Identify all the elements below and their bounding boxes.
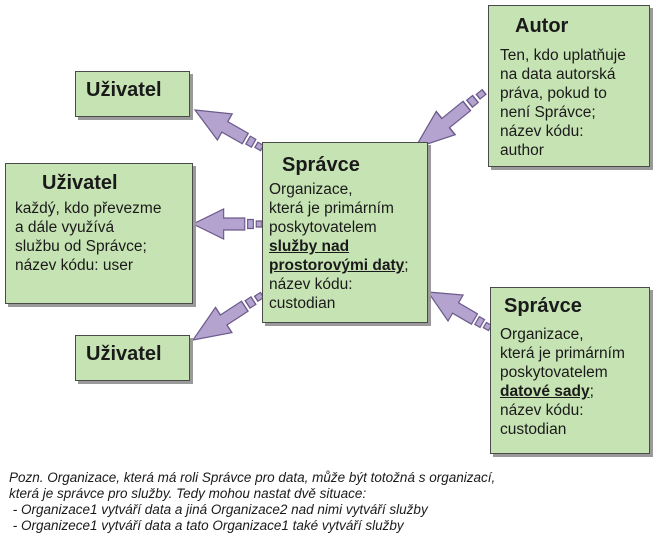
arrow-spravce-to-uzivatel-mid xyxy=(192,208,263,240)
spravce-sluzby-description: Organizace, která je primárním poskytova… xyxy=(269,180,429,313)
autor-line: není Správce; xyxy=(500,104,596,121)
uzivatel-bottom-title: Uživatel xyxy=(86,343,162,365)
uzivatel-line: každý, kdo převezme xyxy=(15,200,162,217)
spravce-data-highlight: datové sady xyxy=(500,383,590,400)
spravce-data-line: název kódu: xyxy=(500,402,584,419)
spravce-highlight: služby nad xyxy=(269,238,350,255)
spravce-data-title: Správce xyxy=(504,295,582,317)
autor-description: Ten, kdo uplatňuje na data autorská práv… xyxy=(500,46,626,160)
autor-line: práva, pokud to xyxy=(500,85,607,102)
autor-line: název kódu: xyxy=(500,123,584,140)
autor-line: Ten, kdo uplatňuje xyxy=(500,47,626,64)
spravce-data-line: poskytovatelem xyxy=(500,364,608,381)
spravce-data-line: Organizace, xyxy=(500,326,584,343)
uzivatel-description: každý, kdo převezme a dále využívá služb… xyxy=(15,199,161,275)
arrow-spravce-data-to-spravce xyxy=(419,278,499,342)
autor-title: Autor xyxy=(515,15,569,37)
uzivatel-middle-box: Uživatel každý, kdo převezme a dále využ… xyxy=(5,163,193,304)
spravce-sluzby-title: Správce xyxy=(282,154,360,176)
note-text: Pozn. Organizace, která má roli Správce … xyxy=(9,470,649,534)
spravce-line: která je primárním xyxy=(269,200,394,217)
spravce-data-description: Organizace, která je primárním poskytova… xyxy=(500,325,625,439)
arrow-spravce-to-uzivatel-bot xyxy=(184,281,271,354)
uzivatel-line: název kódu: user xyxy=(15,257,134,274)
uzivatel-line: a dále využívá xyxy=(15,219,115,236)
arrow-spravce-to-uzivatel-top xyxy=(186,96,271,162)
uzivatel-middle-title: Uživatel xyxy=(42,172,118,194)
note-line: - Organizace1 vytváří data a jiná Organi… xyxy=(9,502,428,517)
autor-line: author xyxy=(500,142,544,159)
spravce-line: ; xyxy=(404,257,409,274)
note-line: Pozn. Organizace, která má roli Správce … xyxy=(9,470,496,485)
spravce-line: Organizace, xyxy=(269,181,353,198)
uzivatel-bottom-box: Uživatel xyxy=(75,335,190,381)
spravce-data-line: ; xyxy=(589,383,594,400)
uzivatel-top-box: Uživatel xyxy=(75,71,190,117)
uzivatel-top-title: Uživatel xyxy=(86,79,162,101)
spravce-data-line: která je primárním xyxy=(500,345,625,362)
note-line: která je správce pro služby. Tedy mohou … xyxy=(9,486,367,501)
note-line: - Organizece1 vytváří data a tato Organi… xyxy=(9,518,404,533)
spravce-highlight: prostorovými daty xyxy=(269,257,405,274)
spravce-data-line: custodian xyxy=(500,421,567,438)
uzivatel-line: službu od Správce; xyxy=(15,238,147,255)
autor-line: na data autorská xyxy=(500,66,616,83)
spravce-line: název kódu: xyxy=(269,276,353,293)
spravce-line: poskytovatelem xyxy=(269,219,377,236)
spravce-data-box: Správce Organizace, která je primárním p… xyxy=(490,287,650,454)
autor-box: Autor Ten, kdo uplatňuje na data autorsk… xyxy=(488,5,650,167)
spravce-sluzby-box: Správce Organizace, která je primárním p… xyxy=(262,142,428,323)
spravce-line: custodian xyxy=(269,295,336,312)
